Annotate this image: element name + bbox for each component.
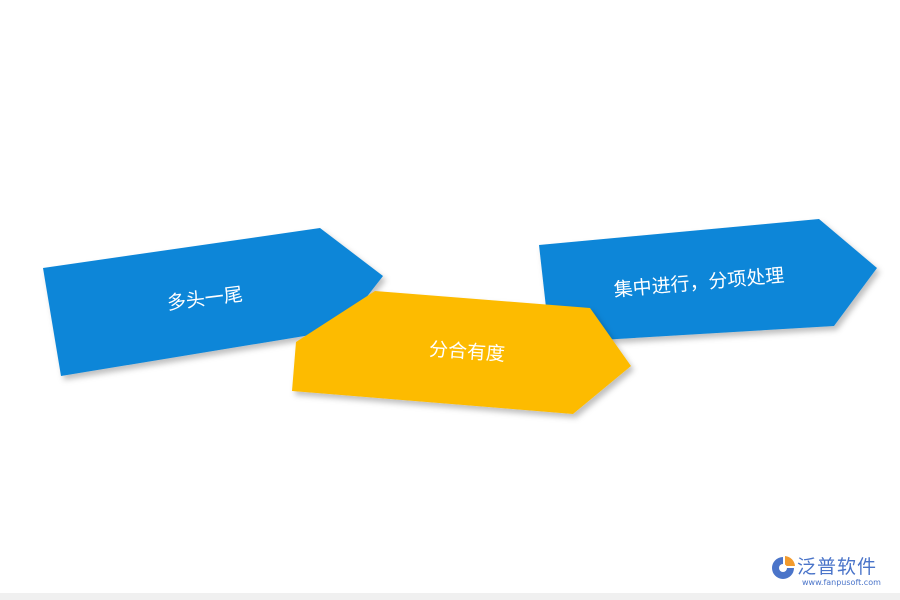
step-arrow-1-shape [43,228,383,376]
logo-url: www.fanpusoft.com [802,578,881,587]
brand-logo: 泛普软件 www.fanpusoft.com [762,551,894,595]
logo-name: 泛普软件 [797,556,878,578]
step-arrow-1: 多头一尾 [43,228,383,376]
step-arrow-3: 集中进行，分项处理 [539,219,877,343]
step-arrow-2-label: 分合有度 [428,338,505,365]
step-arrow-2: 分合有度 [292,291,631,414]
fanpu-logo-icon [772,556,795,579]
step-arrow-2-shape [292,291,631,414]
step-arrow-3-shape [539,219,877,343]
bottom-divider [0,593,900,600]
